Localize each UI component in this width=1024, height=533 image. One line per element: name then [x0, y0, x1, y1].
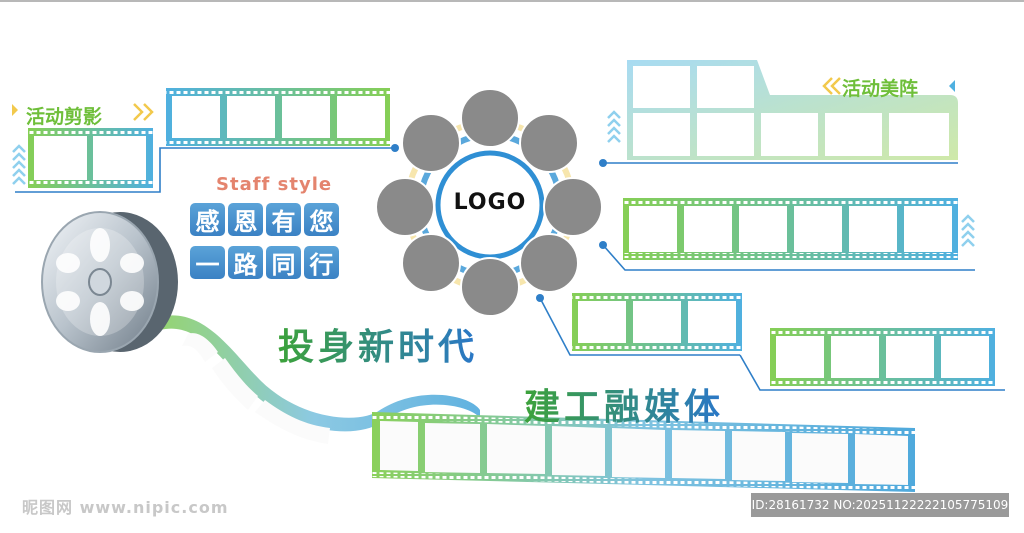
- tile-char: 恩: [228, 203, 263, 236]
- tile-char: 同: [266, 246, 301, 279]
- connector-dots: [391, 144, 607, 302]
- photo-circles: [375, 88, 603, 317]
- chevron-up-icon: [961, 214, 975, 247]
- tile-char: 路: [228, 246, 263, 279]
- chevron-left-icon: [822, 77, 841, 95]
- logo-placeholder: LOGO: [453, 190, 527, 215]
- right-middle-film-strip: [623, 198, 958, 260]
- right-marker-icon: [949, 80, 955, 92]
- watermark-site: 昵图网 www.nipic.com: [22, 498, 229, 517]
- connector-lines: [15, 147, 1005, 391]
- top-border-line: [0, 0, 1024, 2]
- tile-char: 一: [190, 246, 225, 279]
- left-marker-icon: [12, 104, 18, 116]
- right-section-heading: 活动美阵: [842, 78, 919, 100]
- tile-char: 您: [304, 203, 339, 236]
- left-small-film-strip: [28, 128, 153, 188]
- tile-char: 感: [190, 203, 225, 236]
- staff-style-label: Staff style: [216, 174, 333, 195]
- slogan-line-2: 建工融媒体: [524, 378, 724, 430]
- chevron-up-icon: [12, 144, 26, 185]
- lower-film-strip-a: [572, 293, 742, 351]
- lower-film-strip-b: [770, 328, 995, 386]
- slogan-line-1: 投身新时代: [278, 318, 478, 370]
- right-top-photo-panel: [627, 60, 958, 160]
- left-section-heading: 活动剪影: [26, 106, 103, 128]
- film-strip-icon: [150, 315, 915, 492]
- film-reel-icon: [41, 211, 178, 353]
- tiles-row-2: 一 路 同 行: [190, 246, 339, 279]
- chevron-right-icon: [133, 103, 154, 121]
- tile-char: 行: [304, 246, 339, 279]
- chevron-up-icon: [607, 110, 621, 143]
- tile-char: 有: [266, 203, 301, 236]
- tiles-row-1: 感 恩 有 您: [190, 203, 339, 236]
- watermark-id: ID:28161732 NO:20251122222105775109: [751, 493, 1009, 517]
- left-top-film-strip: [166, 88, 390, 146]
